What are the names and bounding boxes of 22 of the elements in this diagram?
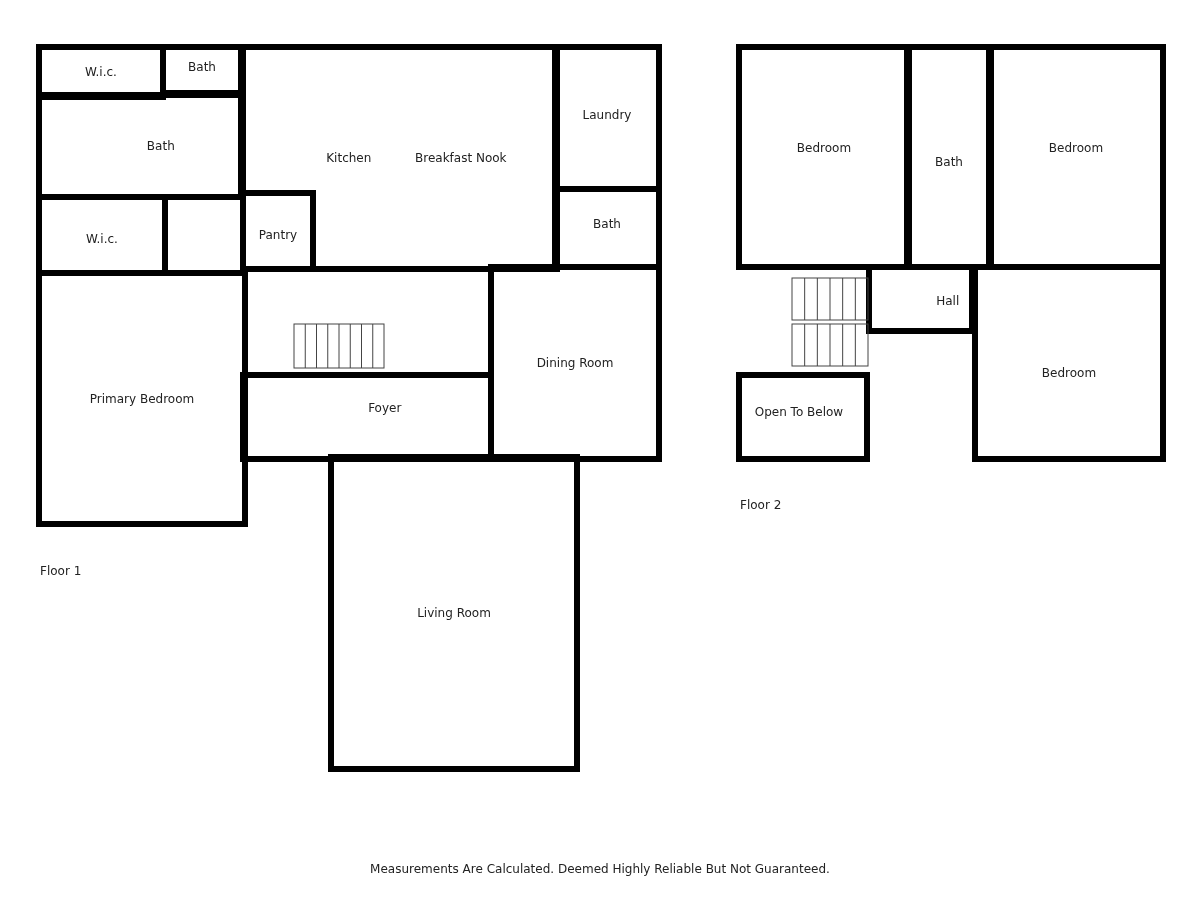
room-label: W.i.c. xyxy=(85,65,117,79)
room-label: Hall xyxy=(936,294,960,309)
room-label: Bath xyxy=(188,60,216,75)
room-label: Bedroom xyxy=(1041,365,1097,380)
room-label: Bedroom xyxy=(796,140,852,155)
room-label: Bedroom xyxy=(1048,140,1104,155)
room-label: Bath xyxy=(935,154,963,169)
room-label: Primary Bedroom xyxy=(89,391,195,406)
floor-label: Floor 2 xyxy=(740,498,782,512)
room-label: W.i.c. xyxy=(86,232,118,247)
room-label: Breakfast Nook xyxy=(415,151,507,165)
room-label: Bath xyxy=(146,139,175,153)
room-label: Foyer xyxy=(368,401,402,415)
caption: Measurements Are Calculated. Deemed Highly Reliable But Not Guaranteed. xyxy=(370,862,830,876)
room-label: Laundry xyxy=(582,108,632,123)
room-label: Kitchen xyxy=(326,151,372,165)
room-label: Pantry xyxy=(258,228,298,243)
room-label: Open To Below xyxy=(754,404,844,419)
room-label: Dining Room xyxy=(536,356,614,370)
floor-label: Floor 1 xyxy=(40,564,82,578)
room-label: Bath xyxy=(593,216,621,231)
room-label: Living Room xyxy=(417,606,491,620)
